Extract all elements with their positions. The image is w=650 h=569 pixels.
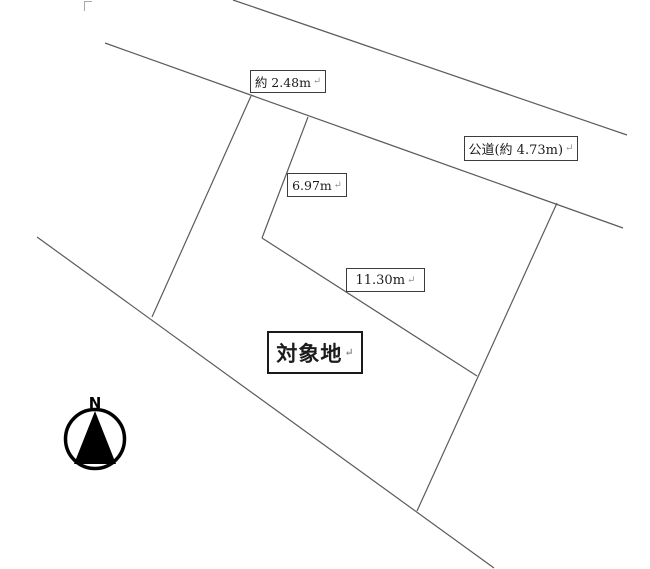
label-public-road: 公道(約 4.73m)↵ xyxy=(464,136,578,161)
subject-site-text: 対象地 xyxy=(276,340,343,366)
north-compass: N xyxy=(63,394,127,471)
road-upper-edge-line xyxy=(232,0,628,136)
label-boundary-1130: 11.30m↵ xyxy=(346,268,425,292)
north-arrow-icon xyxy=(74,411,116,464)
compass-north-label: N xyxy=(89,394,102,412)
boundary-697-text: 6.97m xyxy=(292,177,332,193)
strip-width-text: 約 2.48m xyxy=(254,75,311,90)
east-boundary-line xyxy=(416,202,558,512)
boundary-1130-text: 11.30m xyxy=(355,272,406,288)
label-subject-site: 対象地↵ xyxy=(267,331,363,374)
compass-circle xyxy=(63,407,127,471)
stray-paragraph-mark xyxy=(84,1,92,11)
road-lower-edge-line xyxy=(104,42,624,229)
return-mark-icon: ↵ xyxy=(407,274,416,286)
public-road-text: 公道(約 4.73m) xyxy=(468,143,564,158)
label-boundary-697: 6.97m↵ xyxy=(287,173,347,197)
return-mark-icon: ↵ xyxy=(333,179,342,191)
north-boundary-line-11-30m xyxy=(261,237,478,377)
return-mark-icon: ↵ xyxy=(565,143,574,154)
southwest-boundary-line xyxy=(36,236,495,569)
return-mark-icon: ↵ xyxy=(344,346,354,359)
return-mark-icon: ↵ xyxy=(313,76,322,87)
west-boundary-line xyxy=(151,95,252,318)
label-strip-width: 約 2.48m↵ xyxy=(250,70,326,93)
northwest-boundary-line-6-97m xyxy=(261,116,309,239)
